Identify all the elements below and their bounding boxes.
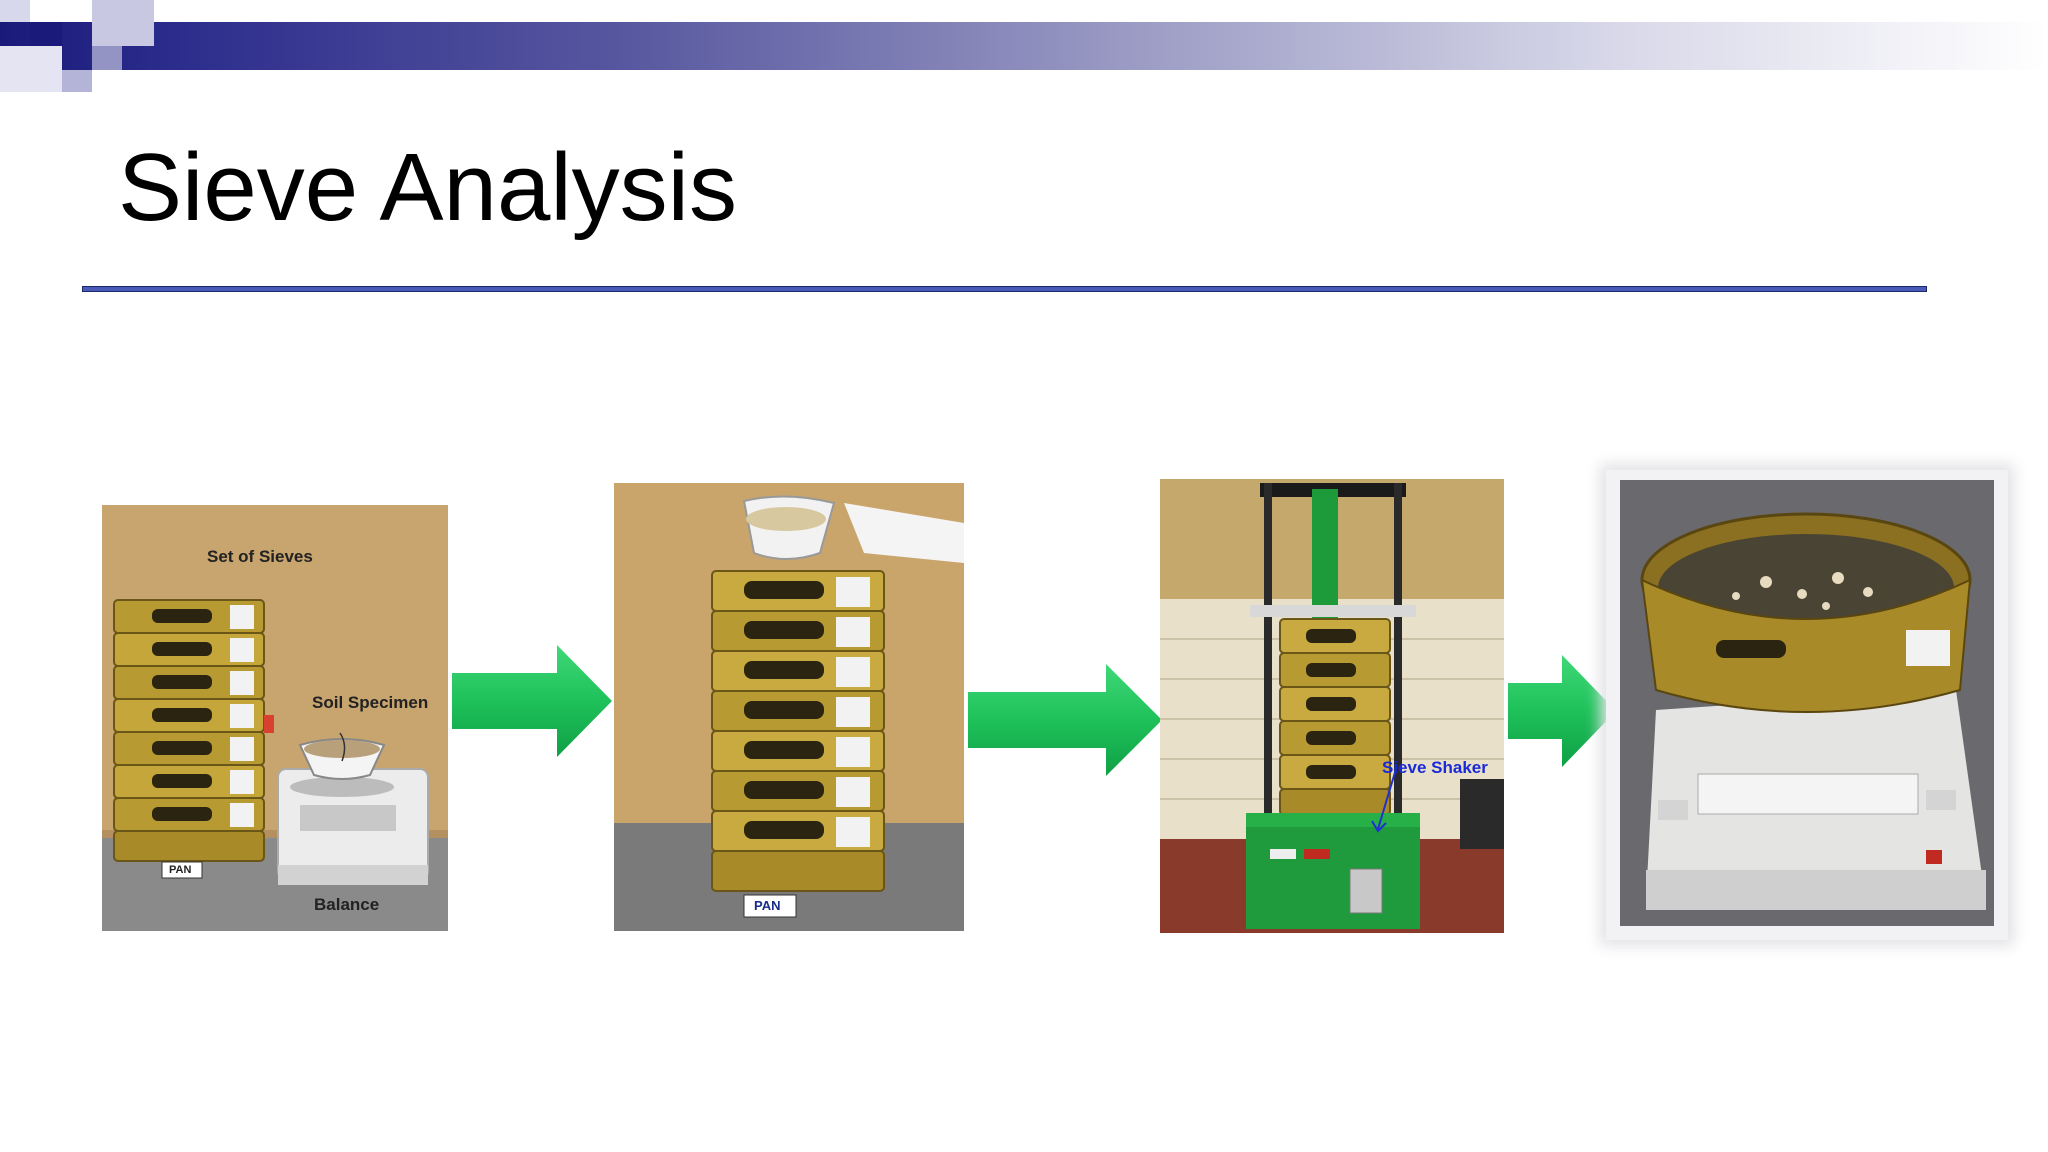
label-sieve-shaker: Sieve Shaker: [1382, 758, 1488, 777]
pouring-specimen-photo: PAN: [614, 483, 964, 931]
header-decor-square: [62, 70, 92, 92]
sieve-stack: [113, 599, 274, 879]
header-decor-square: [92, 0, 154, 46]
shaker-frame: [1246, 483, 1420, 929]
header-gradient-bar: [0, 22, 2048, 70]
header-decor-square: [92, 46, 122, 70]
flow-arrow-1: [452, 645, 612, 757]
sieve-stack: [711, 570, 885, 918]
title-underline: [82, 286, 1927, 292]
sieve-shaker-photo: Sieve Shaker: [1160, 479, 1504, 933]
flow-arrow-2: [968, 664, 1162, 776]
sieves-and-balance-photo: Set of Sieves Soil Specimen Balance PAN: [102, 505, 448, 931]
header-decor-square: [30, 22, 62, 46]
slide-title: Sieve Analysis: [118, 134, 737, 241]
flow-arrow-3: [1508, 655, 1616, 767]
label-balance: Balance: [314, 895, 380, 914]
header-decor-square: [0, 0, 30, 22]
header-decor-square: [0, 46, 62, 92]
balance-scale: [1646, 690, 1986, 910]
label-soil-specimen: Soil Specimen: [312, 693, 429, 712]
balance-scale: [277, 732, 429, 885]
weighing-sieve-photo: [1606, 470, 2008, 940]
label-pan: PAN: [169, 864, 192, 876]
label-set-of-sieves: Set of Sieves: [207, 547, 313, 566]
label-pan: PAN: [754, 898, 781, 913]
sieve-on-balance: [1640, 512, 1972, 713]
